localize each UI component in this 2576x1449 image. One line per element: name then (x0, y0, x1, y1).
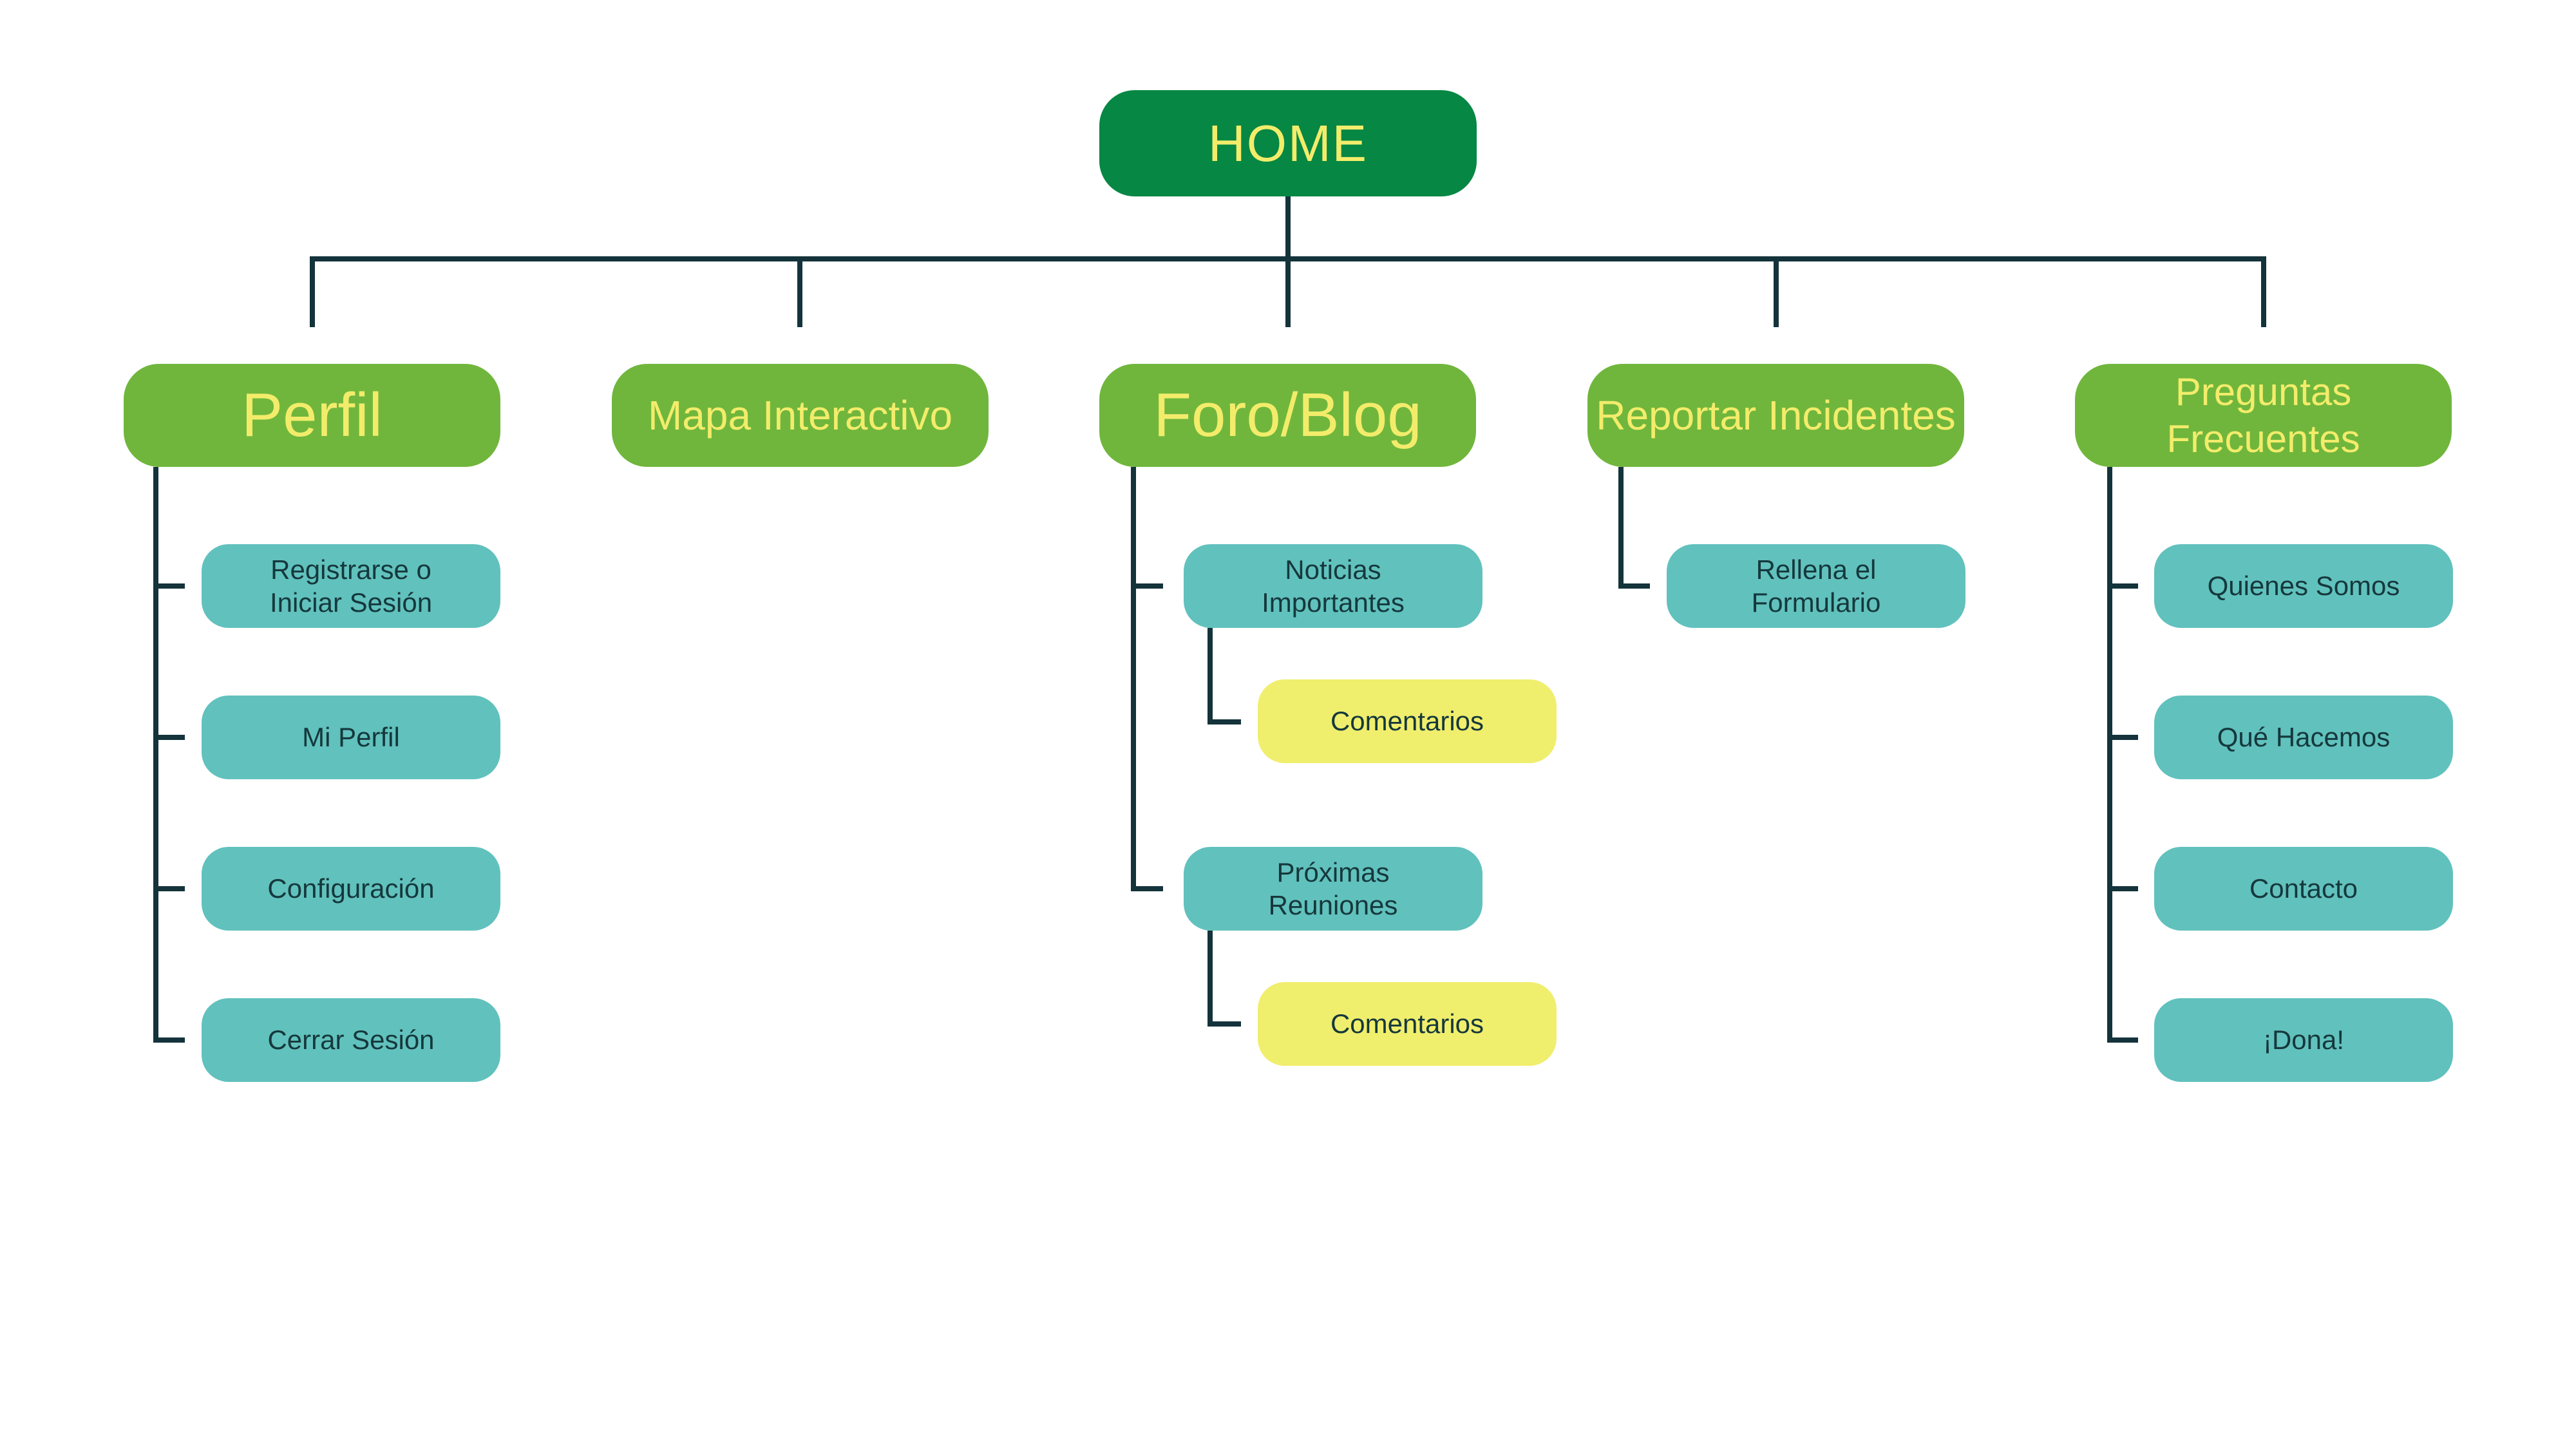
connector-proximas-stub (1208, 1021, 1241, 1027)
node-reportar-incidentes-label: Reportar Incidentes (1596, 392, 1956, 439)
connector-preguntas-stub-4 (2107, 1037, 2138, 1043)
connector-noticias-stub (1208, 719, 1241, 724)
node-noticias-importantes: Noticias Importantes (1184, 544, 1482, 628)
connector-proximas-rail (1208, 931, 1213, 1027)
node-perfil: Perfil (124, 364, 500, 467)
node-proximas-reuniones: Próximas Reuniones (1184, 847, 1482, 931)
node-cerrar-sesion-label: Cerrar Sesión (267, 1025, 435, 1056)
node-quienes-somos: Quienes Somos (2154, 544, 2453, 628)
connector-drop-perfil (310, 258, 315, 327)
connector-perfil-stub-2 (153, 735, 185, 740)
node-foro-blog: Foro/Blog (1099, 364, 1476, 467)
node-proximas-reuniones-label: Próximas Reuniones (1268, 857, 1398, 920)
node-foro-blog-label: Foro/Blog (1153, 381, 1422, 450)
connector-preguntas-rail (2107, 467, 2112, 1043)
node-home-label: HOME (1208, 114, 1368, 172)
connector-perfil-rail (153, 467, 158, 1043)
node-noticias-importantes-label: Noticias Importantes (1262, 554, 1405, 618)
connector-foro-stub-2 (1131, 886, 1163, 891)
node-perfil-label: Perfil (242, 381, 383, 450)
connector-noticias-rail (1208, 628, 1213, 724)
connector-perfil-stub-4 (153, 1037, 185, 1043)
connector-reportar-rail (1618, 467, 1624, 589)
connector-foro-rail (1131, 467, 1136, 891)
node-comentarios-reuniones: Comentarios (1258, 982, 1557, 1066)
node-contacto: Contacto (2154, 847, 2453, 931)
connector-drop-mapa (797, 258, 802, 327)
node-mapa-interactivo: Mapa Interactivo (612, 364, 989, 467)
connector-reportar-stub (1618, 583, 1650, 589)
node-contacto-label: Contacto (2249, 873, 2358, 904)
connector-foro-stub-1 (1131, 583, 1163, 589)
connector-drop-preguntas (2261, 258, 2266, 327)
connector-perfil-stub-1 (153, 583, 185, 589)
node-quienes-somos-label: Quienes Somos (2207, 571, 2400, 601)
node-comentarios-noticias-label: Comentarios (1330, 706, 1484, 737)
node-comentarios-noticias: Comentarios (1258, 679, 1557, 763)
connector-drop-reportar (1774, 258, 1779, 327)
connector-drop-foro (1285, 258, 1291, 327)
node-configuracion-label: Configuración (267, 873, 435, 904)
node-reportar-incidentes: Reportar Incidentes (1587, 364, 1964, 467)
node-que-hacemos: Qué Hacemos (2154, 696, 2453, 779)
node-mi-perfil: Mi Perfil (202, 696, 500, 779)
node-rellena-formulario-label: Rellena el Formulario (1751, 554, 1881, 618)
node-dona-label: ¡Dona! (2262, 1025, 2345, 1056)
node-registrarse-iniciar-sesion: Registrarse o Iniciar Sesión (202, 544, 500, 628)
node-mapa-interactivo-label: Mapa Interactivo (647, 392, 953, 439)
node-que-hacemos-label: Qué Hacemos (2217, 722, 2391, 753)
node-mi-perfil-label: Mi Perfil (302, 722, 400, 753)
node-configuracion: Configuración (202, 847, 500, 931)
node-cerrar-sesion: Cerrar Sesión (202, 998, 500, 1082)
node-preguntas-frecuentes: Preguntas Frecuentes (2075, 364, 2452, 467)
node-comentarios-reuniones-label: Comentarios (1330, 1009, 1484, 1039)
connector-preguntas-stub-3 (2107, 886, 2138, 891)
node-preguntas-frecuentes-label: Preguntas Frecuentes (2166, 370, 2360, 460)
node-dona: ¡Dona! (2154, 998, 2453, 1082)
node-registrarse-iniciar-sesion-label: Registrarse o Iniciar Sesión (269, 554, 433, 618)
connector-home-trunk (1285, 196, 1291, 260)
node-rellena-formulario: Rellena el Formulario (1667, 544, 1965, 628)
connector-preguntas-stub-1 (2107, 583, 2138, 589)
node-home: HOME (1099, 90, 1477, 196)
connector-perfil-stub-3 (153, 886, 185, 891)
connector-preguntas-stub-2 (2107, 735, 2138, 740)
